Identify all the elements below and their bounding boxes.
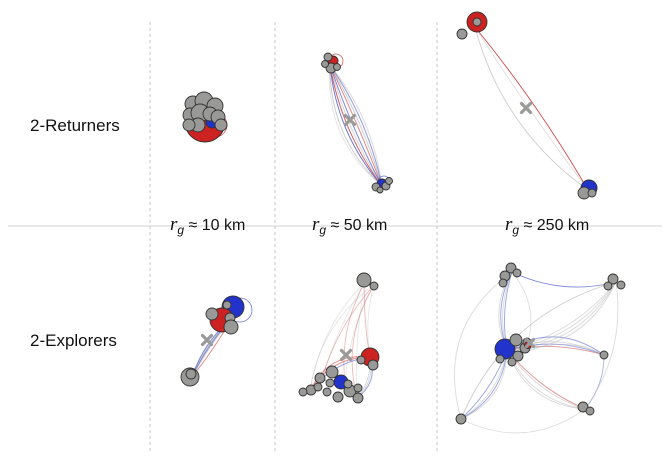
location-node [325, 378, 335, 388]
approx-sign: ≈ [188, 217, 198, 234]
trip-arc [460, 281, 617, 420]
radius-label-50km: rg ≈ 50 km [312, 214, 387, 237]
trip-arc [329, 64, 383, 187]
center-of-mass-marker [519, 101, 533, 115]
trip-arc [460, 408, 586, 434]
location-node [185, 368, 197, 380]
location-node [182, 118, 196, 132]
approx-sign: ≈ [523, 217, 533, 234]
radius-symbol: r [505, 214, 513, 235]
trip-arc [355, 281, 366, 399]
location-node [214, 118, 228, 132]
location-node [325, 365, 339, 379]
location-node [313, 382, 323, 392]
location-node [333, 63, 341, 71]
radius-value: 250 km [536, 217, 590, 234]
location-node [512, 350, 524, 362]
trip-arc [321, 284, 375, 379]
trip-arc [474, 26, 589, 191]
location-node [498, 278, 508, 288]
location-node [322, 387, 332, 397]
radius-value: 10 km [201, 217, 246, 234]
trip-arc [343, 281, 366, 384]
location-node [376, 186, 384, 194]
location-node [607, 273, 619, 285]
location-node [494, 338, 516, 360]
location-node [352, 392, 364, 404]
location-node [353, 383, 363, 393]
radius-symbol: r [170, 214, 178, 235]
radius-symbol: r [312, 214, 320, 235]
location-node [298, 387, 308, 397]
location-node [367, 359, 379, 371]
trip-arc [329, 64, 383, 187]
location-node [356, 355, 366, 365]
location-node [512, 268, 522, 278]
location-node [495, 354, 505, 364]
location-node [455, 413, 467, 425]
row-label-explorers: 2-Explorers [30, 331, 117, 350]
trip-arc [321, 281, 366, 379]
trip-arc [523, 343, 605, 356]
location-node [343, 379, 353, 389]
location-node [585, 406, 595, 416]
trip-arc [454, 271, 513, 420]
radius-subscript: g [319, 223, 327, 238]
location-node [222, 300, 232, 310]
center-of-mass-marker [524, 337, 536, 349]
radius-label-250km: rg ≈ 250 km [505, 214, 589, 237]
location-node [603, 281, 613, 291]
location-node [599, 350, 609, 360]
location-node [509, 333, 523, 347]
trip-arc [329, 64, 383, 187]
location-node [314, 372, 326, 384]
location-node [205, 307, 219, 321]
trip-arc [506, 343, 605, 356]
radius-subscript: g [512, 223, 520, 238]
trip-arc [344, 284, 375, 384]
trip-arc [309, 281, 366, 392]
radius-value: 50 km [343, 217, 388, 234]
trip-arc [506, 345, 605, 356]
trip-arc [511, 271, 617, 288]
radius-label-10km: rg ≈ 10 km [170, 214, 245, 237]
location-node [472, 17, 482, 27]
location-node [369, 281, 379, 291]
trip-arc [329, 64, 383, 187]
trip-arc [351, 284, 375, 399]
location-node [223, 319, 239, 335]
center-of-mass-marker [200, 333, 214, 347]
location-node [323, 52, 333, 62]
trip-arc [329, 64, 383, 187]
row-label-returners: 2-Returners [30, 116, 120, 135]
trip-arc [460, 281, 617, 420]
trip-arc [584, 281, 619, 410]
trip-arc [329, 64, 383, 187]
approx-sign: ≈ [330, 217, 340, 234]
trip-arc [329, 64, 383, 187]
location-node [332, 391, 344, 403]
center-of-mass-marker [343, 113, 357, 127]
location-node [456, 28, 468, 40]
trip-arc [329, 64, 383, 187]
radius-subscript: g [177, 223, 185, 238]
mobility-panels [180, 11, 626, 434]
trip-arc [309, 284, 375, 392]
location-node [577, 401, 589, 413]
location-node [616, 280, 626, 290]
location-node [356, 272, 372, 288]
location-node [587, 188, 597, 198]
center-of-mass-marker [339, 348, 353, 362]
location-node [507, 357, 517, 367]
location-node [321, 60, 329, 68]
trip-arc [506, 341, 605, 356]
trip-arc [329, 64, 383, 187]
trip-arc [460, 349, 508, 420]
trip-arc [474, 26, 589, 191]
location-node [385, 177, 393, 185]
trip-arc [329, 64, 383, 187]
trip-arc [474, 26, 589, 191]
